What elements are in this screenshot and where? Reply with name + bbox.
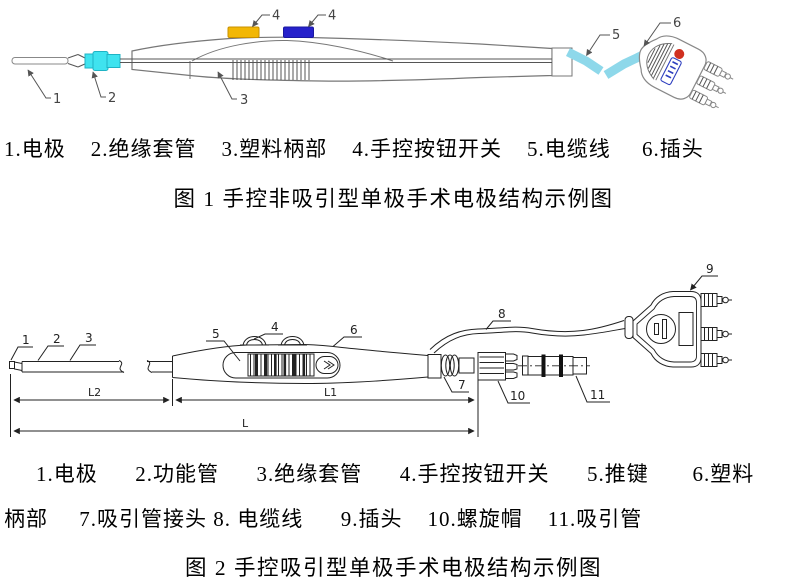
fig2-label-1: 1 xyxy=(22,333,30,347)
fig2-plug xyxy=(624,291,732,368)
figure1-diagram: 1 2 3 4 4 5 6 xyxy=(11,9,734,109)
fig1-label-4b: 4 xyxy=(328,9,336,24)
figure1-caption: 图 1 手控非吸引型单极手术电极结构示例图 xyxy=(173,187,614,211)
fig2-label-4: 4 xyxy=(271,320,279,334)
fig2-buttons xyxy=(240,335,307,346)
fig1-plug-brand-label xyxy=(660,57,682,86)
fig1-label-2: 2 xyxy=(108,91,116,106)
fig1-grip-ribs xyxy=(232,60,310,80)
fig2-label-2: 2 xyxy=(53,332,61,346)
fig1-insulation-sleeve xyxy=(84,51,121,71)
fig2-suction-connector xyxy=(427,354,475,379)
fig1-button-blue xyxy=(283,26,314,38)
fig2-electrode-and-tubes xyxy=(9,360,173,373)
fig2-label-6: 6 xyxy=(350,323,358,337)
fig1-label-4a: 4 xyxy=(272,9,280,24)
fig1-cable xyxy=(565,47,645,79)
fig2-label-11: 11 xyxy=(590,388,605,402)
fig1-label-5: 5 xyxy=(612,28,620,43)
fig2-label-7: 7 xyxy=(458,378,466,392)
fig2-cable xyxy=(429,320,626,354)
fig1-callouts: 1 2 3 4 4 5 6 xyxy=(27,9,681,108)
fig2-spiral-cap xyxy=(477,352,518,381)
fig2-label-8: 8 xyxy=(498,307,506,321)
fig1-label-1: 1 xyxy=(53,92,61,107)
fig1-electrode xyxy=(11,54,87,68)
fig1-handle-body xyxy=(120,36,573,82)
figure1-legend: 1.电极 2.绝缘套管 3.塑料柄部 4.手控按钮开关 5.电缆线 6.插头 xyxy=(4,137,704,161)
fig1-label-3: 3 xyxy=(240,93,248,108)
fig2-label-5: 5 xyxy=(212,327,220,341)
fig1-plug-red-dot xyxy=(674,48,685,59)
fig2-label-9: 9 xyxy=(706,262,714,276)
fig2-suction-tube xyxy=(518,354,590,377)
fig2-dim-L1: L1 xyxy=(324,386,337,399)
fig2-label-3: 3 xyxy=(85,331,93,345)
fig2-dimension-lines: L2 L1 L xyxy=(10,352,479,437)
fig2-callouts: 1 2 3 4 5 6 7 8 9 10 11 xyxy=(10,262,718,404)
figure2-legend-line2: 柄部 7.吸引管接头 8. 电缆线 9.插头 10.螺旋帽 11.吸引管 xyxy=(4,507,643,531)
figure2-diagram: L2 L1 L 1 2 3 4 5 6 7 8 9 10 11 xyxy=(9,262,732,437)
fig2-plug-prongs xyxy=(700,293,732,367)
fig2-dim-L: L xyxy=(242,417,249,430)
fig1-label-6: 6 xyxy=(673,16,681,31)
fig2-label-10: 10 xyxy=(510,389,525,403)
figure2-caption: 图 2 手控吸引型单极手术电极结构示例图 xyxy=(184,556,602,580)
figure2-legend-line1: 1.电极 2.功能管 3.绝缘套管 4.手控按钮开关 5.推键 6.塑料 xyxy=(36,462,755,486)
fig1-plug xyxy=(638,35,734,109)
fig1-button-yellow xyxy=(227,26,260,38)
fig2-dim-L2: L2 xyxy=(88,386,101,399)
fig2-slider-slot xyxy=(222,352,341,379)
fig1-plug-prongs xyxy=(689,61,734,109)
